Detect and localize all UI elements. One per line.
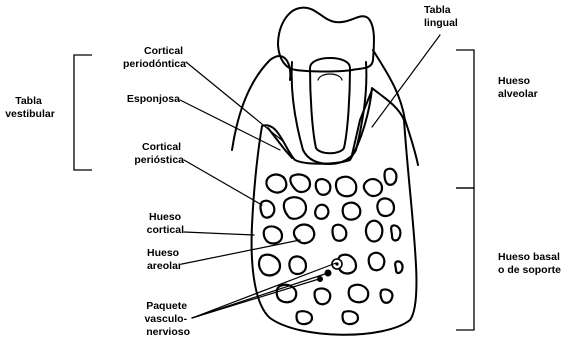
bracket-basal — [456, 188, 474, 330]
label-tabla-lingual: Tabla lingual — [424, 4, 458, 29]
leader-cortical-periostica — [184, 160, 262, 205]
bracket-alveolar — [456, 50, 474, 188]
label-hueso-basal: Hueso basal o de soporte — [498, 251, 563, 276]
label-hueso-areolar: Hueso areolar — [147, 247, 182, 272]
pulp-chamber — [318, 74, 342, 80]
label-tabla-vestibular: Tabla vestibular — [5, 95, 55, 120]
leader-tabla-lingual — [372, 35, 440, 127]
leader-hueso-cortical — [184, 232, 254, 235]
label-cortical-periostica: Cortical perióstica — [134, 141, 184, 166]
trabecular-bone — [259, 169, 403, 324]
neurovascular-bundle — [317, 259, 342, 282]
bracket-vestibular — [74, 55, 92, 170]
leader-hueso-areolar — [182, 240, 300, 264]
label-hueso-cortical: Hueso cortical — [147, 211, 184, 236]
label-cortical-periodontica: Cortical periodóntica — [123, 45, 186, 70]
label-hueso-alveolar: Hueso alveolar — [498, 75, 538, 100]
label-esponjosa: Esponjosa — [127, 93, 180, 105]
label-paquete-vasculonervioso: Paquete vasculo- nervioso — [144, 300, 190, 338]
